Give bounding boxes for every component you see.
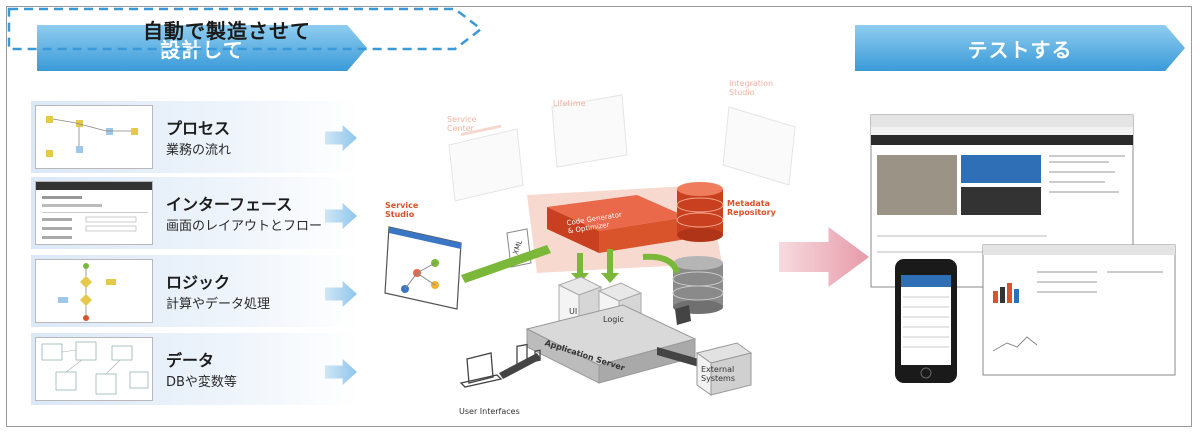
- row-subtitle: 画面のレイアウトとフロー: [166, 219, 323, 234]
- row-title: ロジック: [166, 273, 231, 292]
- service-center-panel: [448, 124, 524, 202]
- green-flow-down-2: [601, 249, 619, 283]
- database-cylinder: [672, 256, 724, 314]
- row-title: データ: [166, 351, 215, 370]
- green-flow-studio: [461, 245, 551, 283]
- application-server-slab: [525, 304, 697, 384]
- interface-thumbnail: [35, 181, 153, 245]
- row-subtitle: 業務の流れ: [166, 143, 232, 158]
- logic-label: Logic: [603, 315, 624, 324]
- external-systems-box: [695, 342, 753, 396]
- dashboard-window-mockup: [982, 244, 1176, 376]
- metadata-repository-cylinder: [676, 182, 724, 242]
- step-generate-label: 自動で製造させて: [143, 18, 311, 43]
- process-thumbnail: [35, 105, 153, 169]
- row-logic: ロジック 計算やデータ処理: [31, 255, 359, 327]
- data-thumbnail: [35, 337, 153, 401]
- row-title: インターフェース: [166, 195, 293, 214]
- connector-db: [675, 305, 691, 325]
- green-flow-db: [642, 253, 680, 274]
- connector-users: [499, 353, 541, 379]
- row-subtitle: 計算やデータ処理: [166, 297, 271, 312]
- user-interfaces-label: User Interfaces: [459, 407, 520, 416]
- row-subtitle: DBや変数等: [166, 375, 237, 390]
- code-generator-block: [547, 195, 687, 253]
- ui-label: UI: [569, 307, 578, 316]
- user-devices-icon: [459, 343, 541, 388]
- integration-studio-panel: [722, 106, 796, 186]
- green-flow-down-1: [571, 253, 589, 283]
- row-data: データ DBや変数等: [31, 333, 359, 405]
- service-studio-screen: [384, 226, 462, 310]
- step-test-label: テストする: [967, 37, 1073, 62]
- architecture-illustration: [384, 94, 796, 396]
- logic-thumbnail: [35, 259, 153, 323]
- row-process: プロセス 業務の流れ: [31, 101, 359, 173]
- row-interface: インターフェース 画面のレイアウトとフロー: [31, 177, 359, 249]
- dashed-arrow-outline: [7, 7, 484, 51]
- test-screenshots: [870, 114, 1176, 383]
- row-title: プロセス: [166, 119, 231, 138]
- smartphone-mockup: [895, 259, 957, 383]
- step-test-banner: テストする: [855, 25, 1185, 71]
- connector-external: [657, 347, 699, 367]
- lifetime-label: Lifetime: [553, 99, 586, 108]
- diagram-frame: 設計して 自動で製造させて テストする プロセス 業務の流れ: [6, 6, 1192, 427]
- lifetime-panel: [551, 94, 628, 168]
- step-generate-banner: 自動で製造させて: [7, 7, 485, 51]
